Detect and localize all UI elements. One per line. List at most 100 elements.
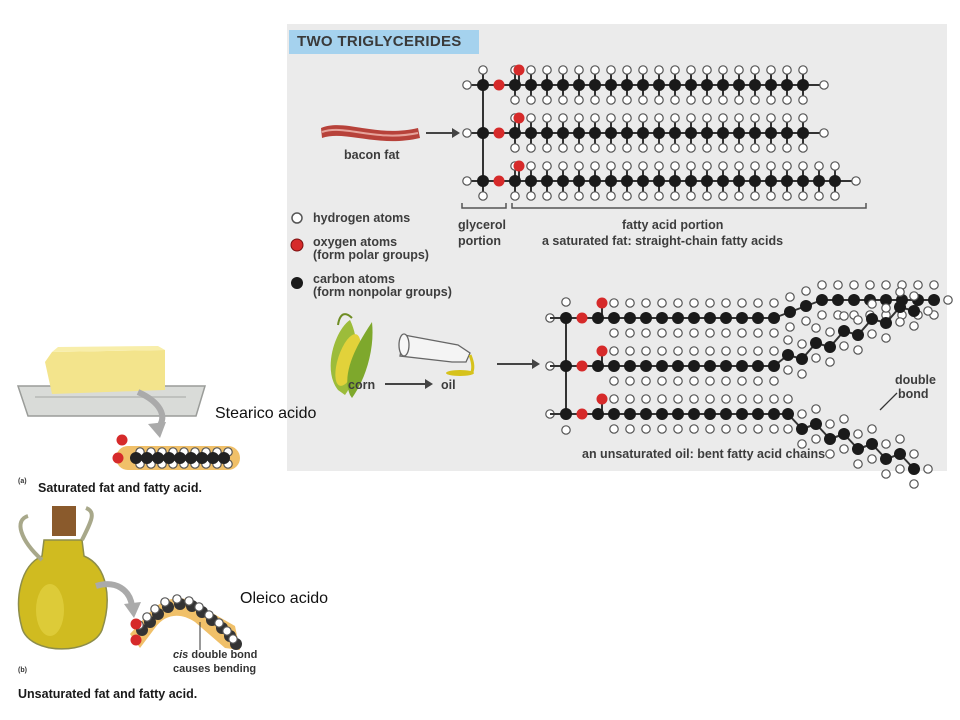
hydrogen-atom [510, 143, 520, 153]
hydrogen-atom [590, 191, 600, 201]
carbon-atom [880, 294, 892, 306]
saturated-fat-molecule [462, 64, 861, 201]
hydrogen-atom [625, 346, 635, 356]
carbon-atom [592, 360, 604, 372]
hydrogen-atom [606, 191, 616, 201]
hydrogen-atom [867, 329, 877, 339]
carbon-atom [752, 312, 764, 324]
carbon-atom [621, 127, 633, 139]
hydrogen-atom [798, 95, 808, 105]
hydrogen-atom [670, 143, 680, 153]
carbon-atom [717, 79, 729, 91]
hydrogen-atom [609, 424, 619, 434]
hydrogen-atom [825, 419, 835, 429]
hydrogen-atom [574, 161, 584, 171]
carbon-atom [163, 452, 175, 464]
hydrogen-atom [753, 394, 763, 404]
carbon-atom [477, 79, 489, 91]
carbon-atom [736, 408, 748, 420]
carbon-atom [669, 127, 681, 139]
hydrogen-atom [142, 612, 152, 622]
hydrogen-atom [689, 328, 699, 338]
oxygen-label: oxygen atoms [313, 235, 398, 249]
carbon-atom [832, 294, 844, 306]
oxygen-legend-icon [290, 238, 304, 252]
carbon-atom [824, 433, 836, 445]
hydrogen-atom [654, 143, 664, 153]
hydrogen-atom [558, 113, 568, 123]
carbon-atom [720, 360, 732, 372]
hydrogen-atom [783, 394, 793, 404]
hydrogen-atom [721, 346, 731, 356]
hydrogen-atom [638, 113, 648, 123]
bacon-icon [321, 125, 420, 142]
saturated-fat-caption: a saturated fat: straight-chain fatty ac… [542, 234, 784, 248]
hydrogen-atom [150, 604, 160, 614]
carbon-atom [174, 452, 186, 464]
hydrogen-atom [825, 327, 835, 337]
carbon-atom [477, 127, 489, 139]
hydrogen-atom [673, 328, 683, 338]
hydrogen-atom [654, 161, 664, 171]
carbon-atom [701, 175, 713, 187]
hydrogen-atom [833, 280, 843, 290]
carbon-atom [557, 79, 569, 91]
hydrogen-atom [686, 65, 696, 75]
carbon-atom [605, 175, 617, 187]
hydrogen-atom [798, 143, 808, 153]
oxygen-atom [596, 345, 608, 357]
hydrogen-atom [625, 424, 635, 434]
unsaturated-oil-caption: an unsaturated oil: bent fatty acid chai… [582, 447, 826, 461]
carbon-sublabel: (form nonpolar groups) [313, 285, 452, 299]
carbon-atom [908, 305, 920, 317]
hydrogen-atom [737, 394, 747, 404]
hydrogen-atom [734, 143, 744, 153]
carbon-atom [736, 312, 748, 324]
hydrogen-atom [542, 113, 552, 123]
fatty-acid-bracket [511, 203, 867, 209]
hydrogen-atom [750, 65, 760, 75]
hydrogen-atom [737, 424, 747, 434]
hydrogen-atom [782, 191, 792, 201]
hydrogen-atom [801, 286, 811, 296]
carbon-atom [196, 452, 208, 464]
hydrogen-atom [622, 143, 632, 153]
hydrogen-atom [670, 65, 680, 75]
carbon-atom [672, 360, 684, 372]
carbon-atom [838, 428, 850, 440]
oxygen-atom [493, 175, 505, 187]
hydrogen-atom [895, 287, 905, 297]
carbon-atom [560, 360, 572, 372]
hydrogen-atom [606, 95, 616, 105]
hydrogen-atom [895, 317, 905, 327]
hydrogen-atom [750, 95, 760, 105]
double-bond-label: double [895, 373, 936, 387]
cis-word: cis [173, 649, 189, 661]
hydrogen-atom [839, 414, 849, 424]
hydrogen-atom [657, 328, 667, 338]
hydrogen-atom [526, 113, 536, 123]
carbon-atom [141, 452, 153, 464]
hydrogen-atom [705, 394, 715, 404]
hydrogen-atom [638, 95, 648, 105]
carbon-atom [653, 127, 665, 139]
hydrogen-atom [865, 280, 875, 290]
hydrogen-atom [657, 394, 667, 404]
hydrogen-atom [721, 376, 731, 386]
oxygen-atom [596, 393, 608, 405]
hydrogen-atom [657, 298, 667, 308]
hydrogen-atom [558, 191, 568, 201]
hydrogen-atom [638, 161, 648, 171]
hydrogen-atom [702, 191, 712, 201]
hydrogen-atom [734, 191, 744, 201]
carbon-atom [688, 408, 700, 420]
hydrogen-atom [702, 95, 712, 105]
arrow-oil-molecule [497, 359, 540, 369]
hydrogen-atom [718, 161, 728, 171]
hydrogen-label: hydrogen atoms [313, 211, 411, 225]
carbon-atom [797, 79, 809, 91]
hydrogen-atom [721, 394, 731, 404]
hydrogen-atom [622, 95, 632, 105]
hydrogen-atom [867, 299, 877, 309]
hydrogen-atom [769, 394, 779, 404]
